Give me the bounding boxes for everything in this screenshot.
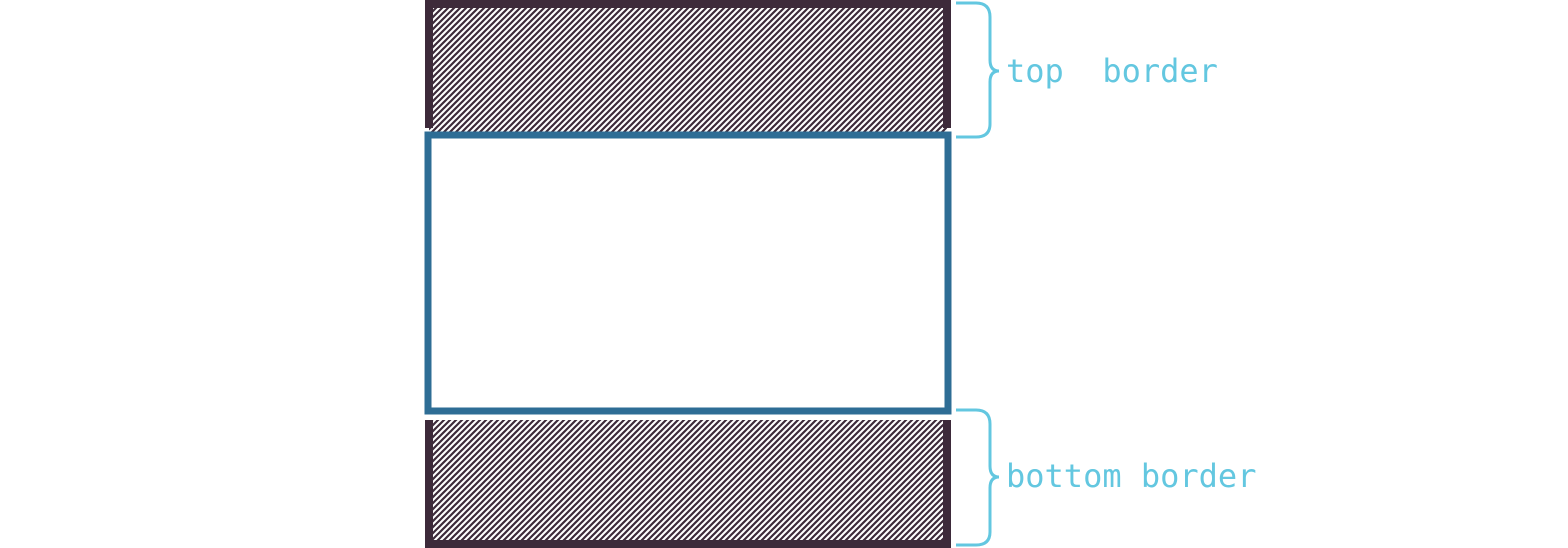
right-curly-brace-icon bbox=[956, 1, 1000, 139]
top-border-hatch bbox=[429, 4, 947, 132]
top-border-frame bbox=[425, 0, 951, 128]
bottom-border-frame bbox=[425, 420, 951, 548]
content-box bbox=[424, 131, 952, 415]
top-border-region bbox=[425, 0, 951, 132]
top-border-label: top border bbox=[1006, 52, 1218, 90]
right-curly-brace-icon bbox=[956, 408, 1000, 547]
bottom-border-region bbox=[425, 420, 951, 548]
bottom-border-hatch bbox=[429, 420, 947, 544]
bottom-border-label: bottom border bbox=[1006, 457, 1256, 495]
